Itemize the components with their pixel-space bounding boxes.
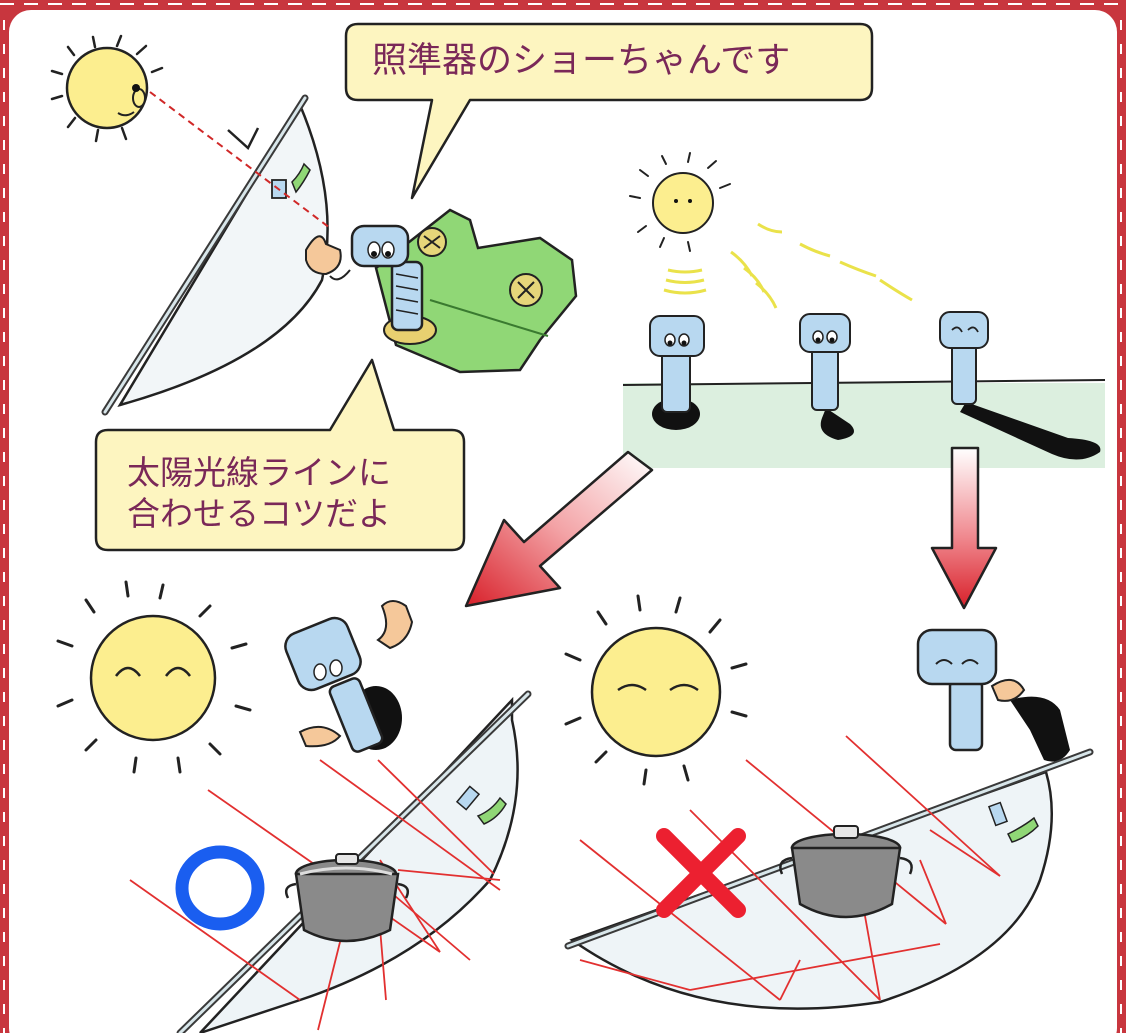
sad-bolt <box>916 628 1070 762</box>
intro-speech-text: 照準器のショーちゃんです <box>372 41 791 81</box>
bolt-figure-3 <box>939 311 1101 460</box>
correct-mark <box>175 845 265 931</box>
arrow-to-incorrect <box>930 446 998 610</box>
top-sun-icon <box>50 34 164 143</box>
speech-bubble-tip <box>94 358 466 552</box>
top-mirror-dish <box>101 94 329 416</box>
speech-bubble-intro <box>344 22 874 200</box>
incorrect-mark <box>656 828 746 918</box>
cooking-pot-incorrect <box>779 825 913 919</box>
happy-sun-icon <box>56 580 252 774</box>
tip-speech-line-1: 太陽光線ラインに <box>127 453 391 492</box>
arrow-to-correct <box>464 450 654 608</box>
tip-speech-line-2: 合わせるコツだよ <box>127 494 391 534</box>
cooking-pot-correct <box>285 853 409 943</box>
tip-speech-text: 太陽光線ラインに 合わせるコツだよ <box>127 452 391 535</box>
sun-ray-beams <box>663 222 913 309</box>
thumbs-up-bolt <box>284 600 414 753</box>
bolt-figure-2 <box>799 313 854 440</box>
sight-line <box>149 91 331 229</box>
sleepy-sun-icon <box>564 594 748 786</box>
ground-strip <box>623 383 1105 468</box>
bolt-figure-1 <box>649 315 705 430</box>
small-sun-icon <box>629 152 731 252</box>
sight-bolt-mascot <box>305 208 578 374</box>
